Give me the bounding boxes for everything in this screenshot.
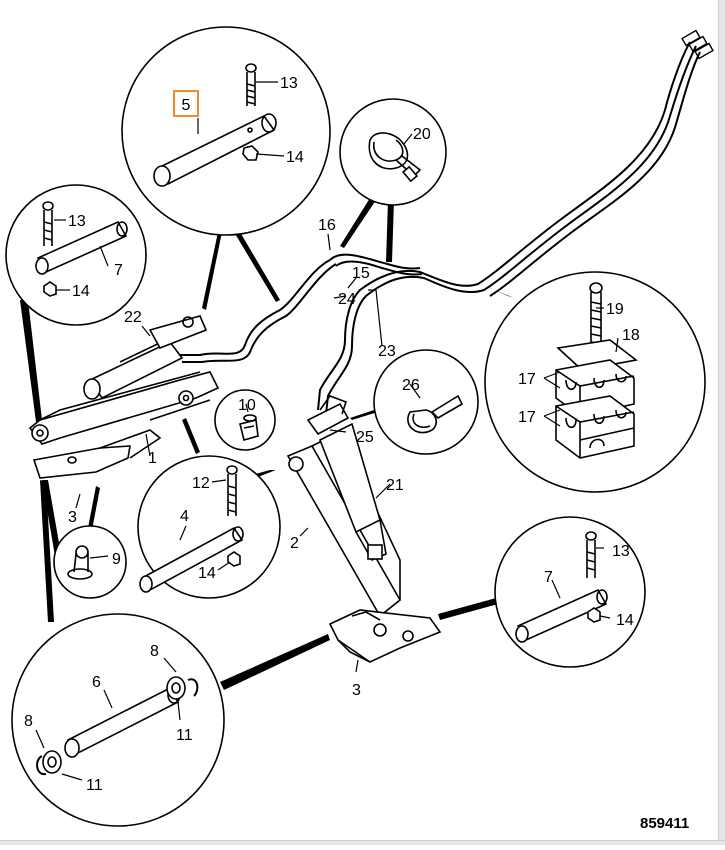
detail-circle-4-12-14 [137, 455, 281, 599]
detail-circle-9 [53, 525, 127, 599]
main-assembly [28, 315, 442, 663]
callout-14: 14 [72, 283, 90, 300]
callout-3: 3 [68, 509, 77, 526]
callout-19: 19 [606, 301, 624, 318]
frame-edge-bottom [0, 840, 725, 845]
hydraulic-hoses [180, 41, 701, 415]
callout-7: 7 [544, 569, 553, 586]
callout-17: 17 [518, 409, 536, 426]
callout-12: 12 [192, 475, 210, 492]
detail-circle-26 [373, 349, 479, 455]
callout-10: 10 [238, 397, 256, 414]
callout-4: 4 [180, 508, 189, 525]
detail-circle-7-13-14-left [5, 184, 147, 326]
callout-16: 16 [318, 217, 336, 234]
callout-8: 8 [150, 643, 159, 660]
callout-14: 14 [286, 149, 304, 166]
callout-13: 13 [68, 213, 86, 230]
detail-circle-17-18-19 [484, 271, 706, 493]
callout-21: 21 [386, 477, 404, 494]
highlighted-callout-box [173, 90, 199, 117]
detail-circle-7-13-14-right [494, 516, 646, 668]
callout-14: 14 [616, 612, 634, 629]
callout-13: 13 [612, 543, 630, 560]
callout-15: 15 [352, 265, 370, 282]
leader-lines [35, 81, 619, 781]
callout-20: 20 [413, 126, 431, 143]
detail-circle-6-8-11 [11, 613, 225, 827]
detail-circle-10 [214, 389, 276, 451]
callout-labels: 5 13 14 13 7 14 20 16 15 24 23 22 1 19 1… [24, 75, 689, 832]
callout-26: 26 [402, 377, 420, 394]
callout-13: 13 [280, 75, 298, 92]
callout-24: 24 [338, 291, 356, 308]
callout-7: 7 [114, 262, 123, 279]
callout-22: 22 [124, 309, 142, 326]
callout-8: 8 [24, 713, 33, 730]
callout-25: 25 [356, 429, 374, 446]
frame-edge-right [718, 0, 725, 845]
callout-11: 11 [176, 727, 193, 744]
callout-1: 1 [148, 450, 157, 467]
callout-5: 5 [182, 97, 191, 114]
figure-id: 859411 [640, 815, 689, 832]
callout-11: 11 [86, 777, 103, 794]
callout-17: 17 [518, 371, 536, 388]
callout-3: 3 [352, 682, 361, 699]
hose-fitting-end [681, 29, 714, 60]
detail-circle-5-13-14 [121, 26, 331, 236]
callout-18: 18 [622, 327, 640, 344]
callout-14: 14 [198, 565, 216, 582]
callout-6: 6 [92, 674, 101, 691]
callout-9: 9 [112, 551, 121, 568]
callout-2: 2 [290, 535, 299, 552]
callout-23: 23 [378, 343, 396, 360]
detail-circle-20 [339, 98, 447, 206]
